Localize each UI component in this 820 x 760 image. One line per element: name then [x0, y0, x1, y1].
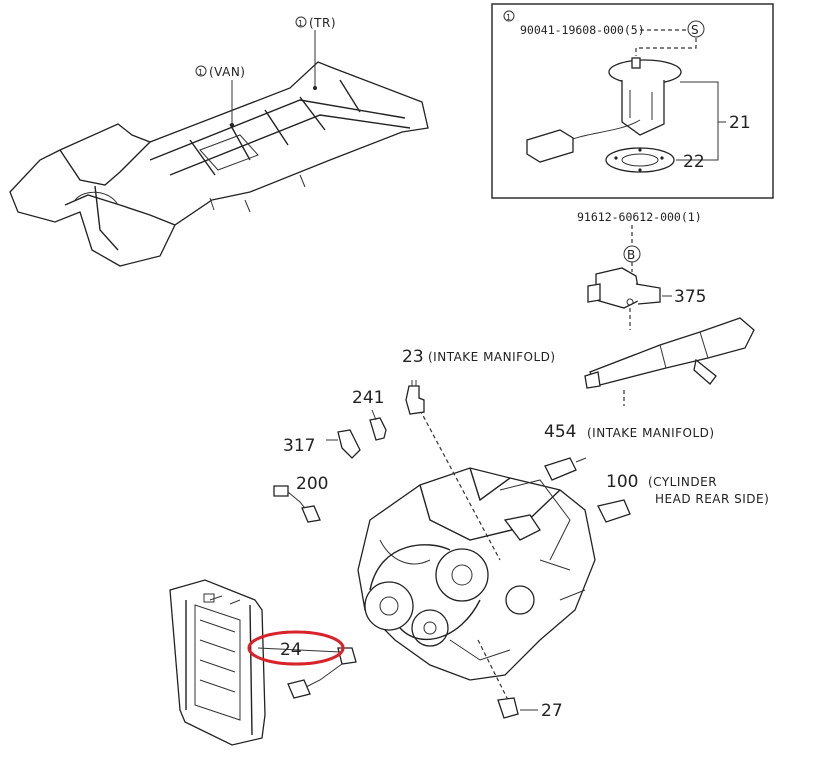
svg-text:91612-60612-000(1): 91612-60612-000(1) — [577, 210, 702, 224]
s-mark-circle — [687, 20, 705, 38]
svg-text:1: 1 — [298, 19, 303, 28]
sensor-317 — [326, 429, 361, 459]
svg-text:375: 375 — [674, 287, 706, 307]
svg-text:(INTAKE MANIFOLD): (INTAKE MANIFOLD) — [428, 350, 556, 364]
svg-text:1: 1 — [506, 13, 511, 22]
svg-text:21: 21 — [729, 113, 751, 133]
tr-callout: 1 (TR) — [295, 16, 336, 88]
vehicle-frame — [9, 61, 429, 267]
svg-text:(CYLINDER: (CYLINDER — [648, 475, 717, 489]
crank-pulley — [364, 581, 414, 631]
engine-block — [357, 467, 596, 681]
sensor-23 — [405, 380, 425, 415]
svg-text:200: 200 — [296, 474, 328, 494]
handbrake-lever — [584, 317, 755, 389]
svg-text:(TR): (TR) — [309, 16, 336, 30]
svg-text:S: S — [691, 23, 699, 37]
sensor-454 — [544, 457, 587, 481]
svg-text:317: 317 — [283, 436, 315, 456]
svg-text:90041-19608-000(5): 90041-19608-000(5) — [520, 23, 645, 37]
svg-text:1: 1 — [198, 68, 203, 77]
alternator-pulley — [435, 548, 489, 602]
svg-text:23: 23 — [402, 347, 424, 367]
svg-text:(INTAKE MANIFOLD): (INTAKE MANIFOLD) — [587, 426, 715, 440]
svg-text:(VAN): (VAN) — [209, 65, 246, 79]
svg-text:22: 22 — [683, 152, 705, 172]
svg-text:24: 24 — [280, 640, 302, 660]
sensor-27 — [497, 697, 519, 719]
fuel-sender-box: 1 90041-19608-000(5) S 21 22 — [491, 3, 774, 199]
float — [526, 129, 574, 163]
svg-text:241: 241 — [352, 388, 384, 408]
sensor-24 — [257, 647, 357, 699]
svg-text:HEAD REAR SIDE): HEAD REAR SIDE) — [655, 492, 769, 506]
highlight-ellipse — [247, 630, 345, 666]
part-375-switch — [587, 267, 661, 309]
svg-text:B: B — [627, 248, 635, 262]
gasket — [605, 147, 675, 173]
radiator — [169, 579, 266, 746]
svg-text:454: 454 — [544, 422, 576, 442]
sensor-241 — [369, 409, 387, 441]
sensor-100 — [597, 499, 631, 523]
van-callout: 1 (VAN) — [195, 65, 246, 125]
svg-text:27: 27 — [541, 701, 563, 721]
sensor-200 — [273, 485, 321, 523]
svg-text:100: 100 — [606, 472, 638, 492]
